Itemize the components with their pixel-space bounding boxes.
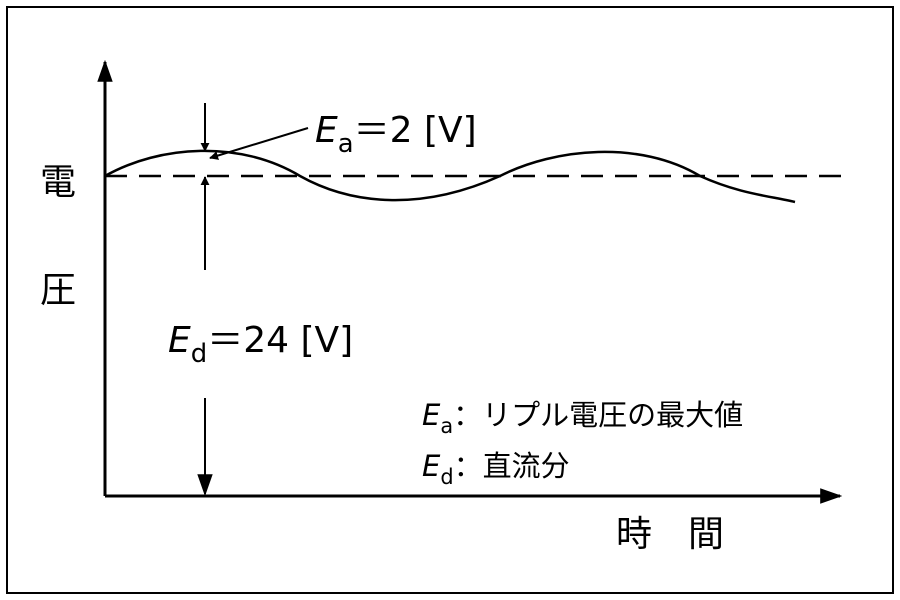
- legend-dc-description: ：直流分: [454, 449, 570, 483]
- legend-ea-subscript: a: [440, 414, 453, 438]
- ea-annotation: Ea＝2 [V]: [315, 110, 477, 159]
- y-axis-label-char-1: 電: [40, 162, 76, 203]
- legend-ripple: Ea：リプル電圧の最大値: [422, 398, 743, 438]
- ed-annotation: Ed＝24 [V]: [168, 320, 353, 369]
- ea-symbol: E: [315, 110, 338, 151]
- x-axis-label: 時 間: [616, 514, 724, 555]
- ea-value: ＝2 [V]: [354, 110, 477, 151]
- figure-border: [6, 6, 894, 594]
- legend-ed-symbol: E: [422, 449, 441, 483]
- ed-symbol: E: [168, 320, 191, 361]
- legend-ed-subscript: d: [440, 465, 453, 489]
- ea-subscript: a: [338, 129, 354, 159]
- ed-value: ＝24 [V]: [207, 320, 353, 361]
- y-axis-label-char-2: 圧: [40, 270, 76, 311]
- ed-subscript: d: [191, 339, 207, 369]
- ea-leader-line: [209, 127, 309, 160]
- legend-dc: Ed：直流分: [422, 449, 570, 489]
- legend-ea-symbol: E: [422, 398, 441, 432]
- legend-ripple-description: ：リプル電圧の最大値: [453, 398, 743, 432]
